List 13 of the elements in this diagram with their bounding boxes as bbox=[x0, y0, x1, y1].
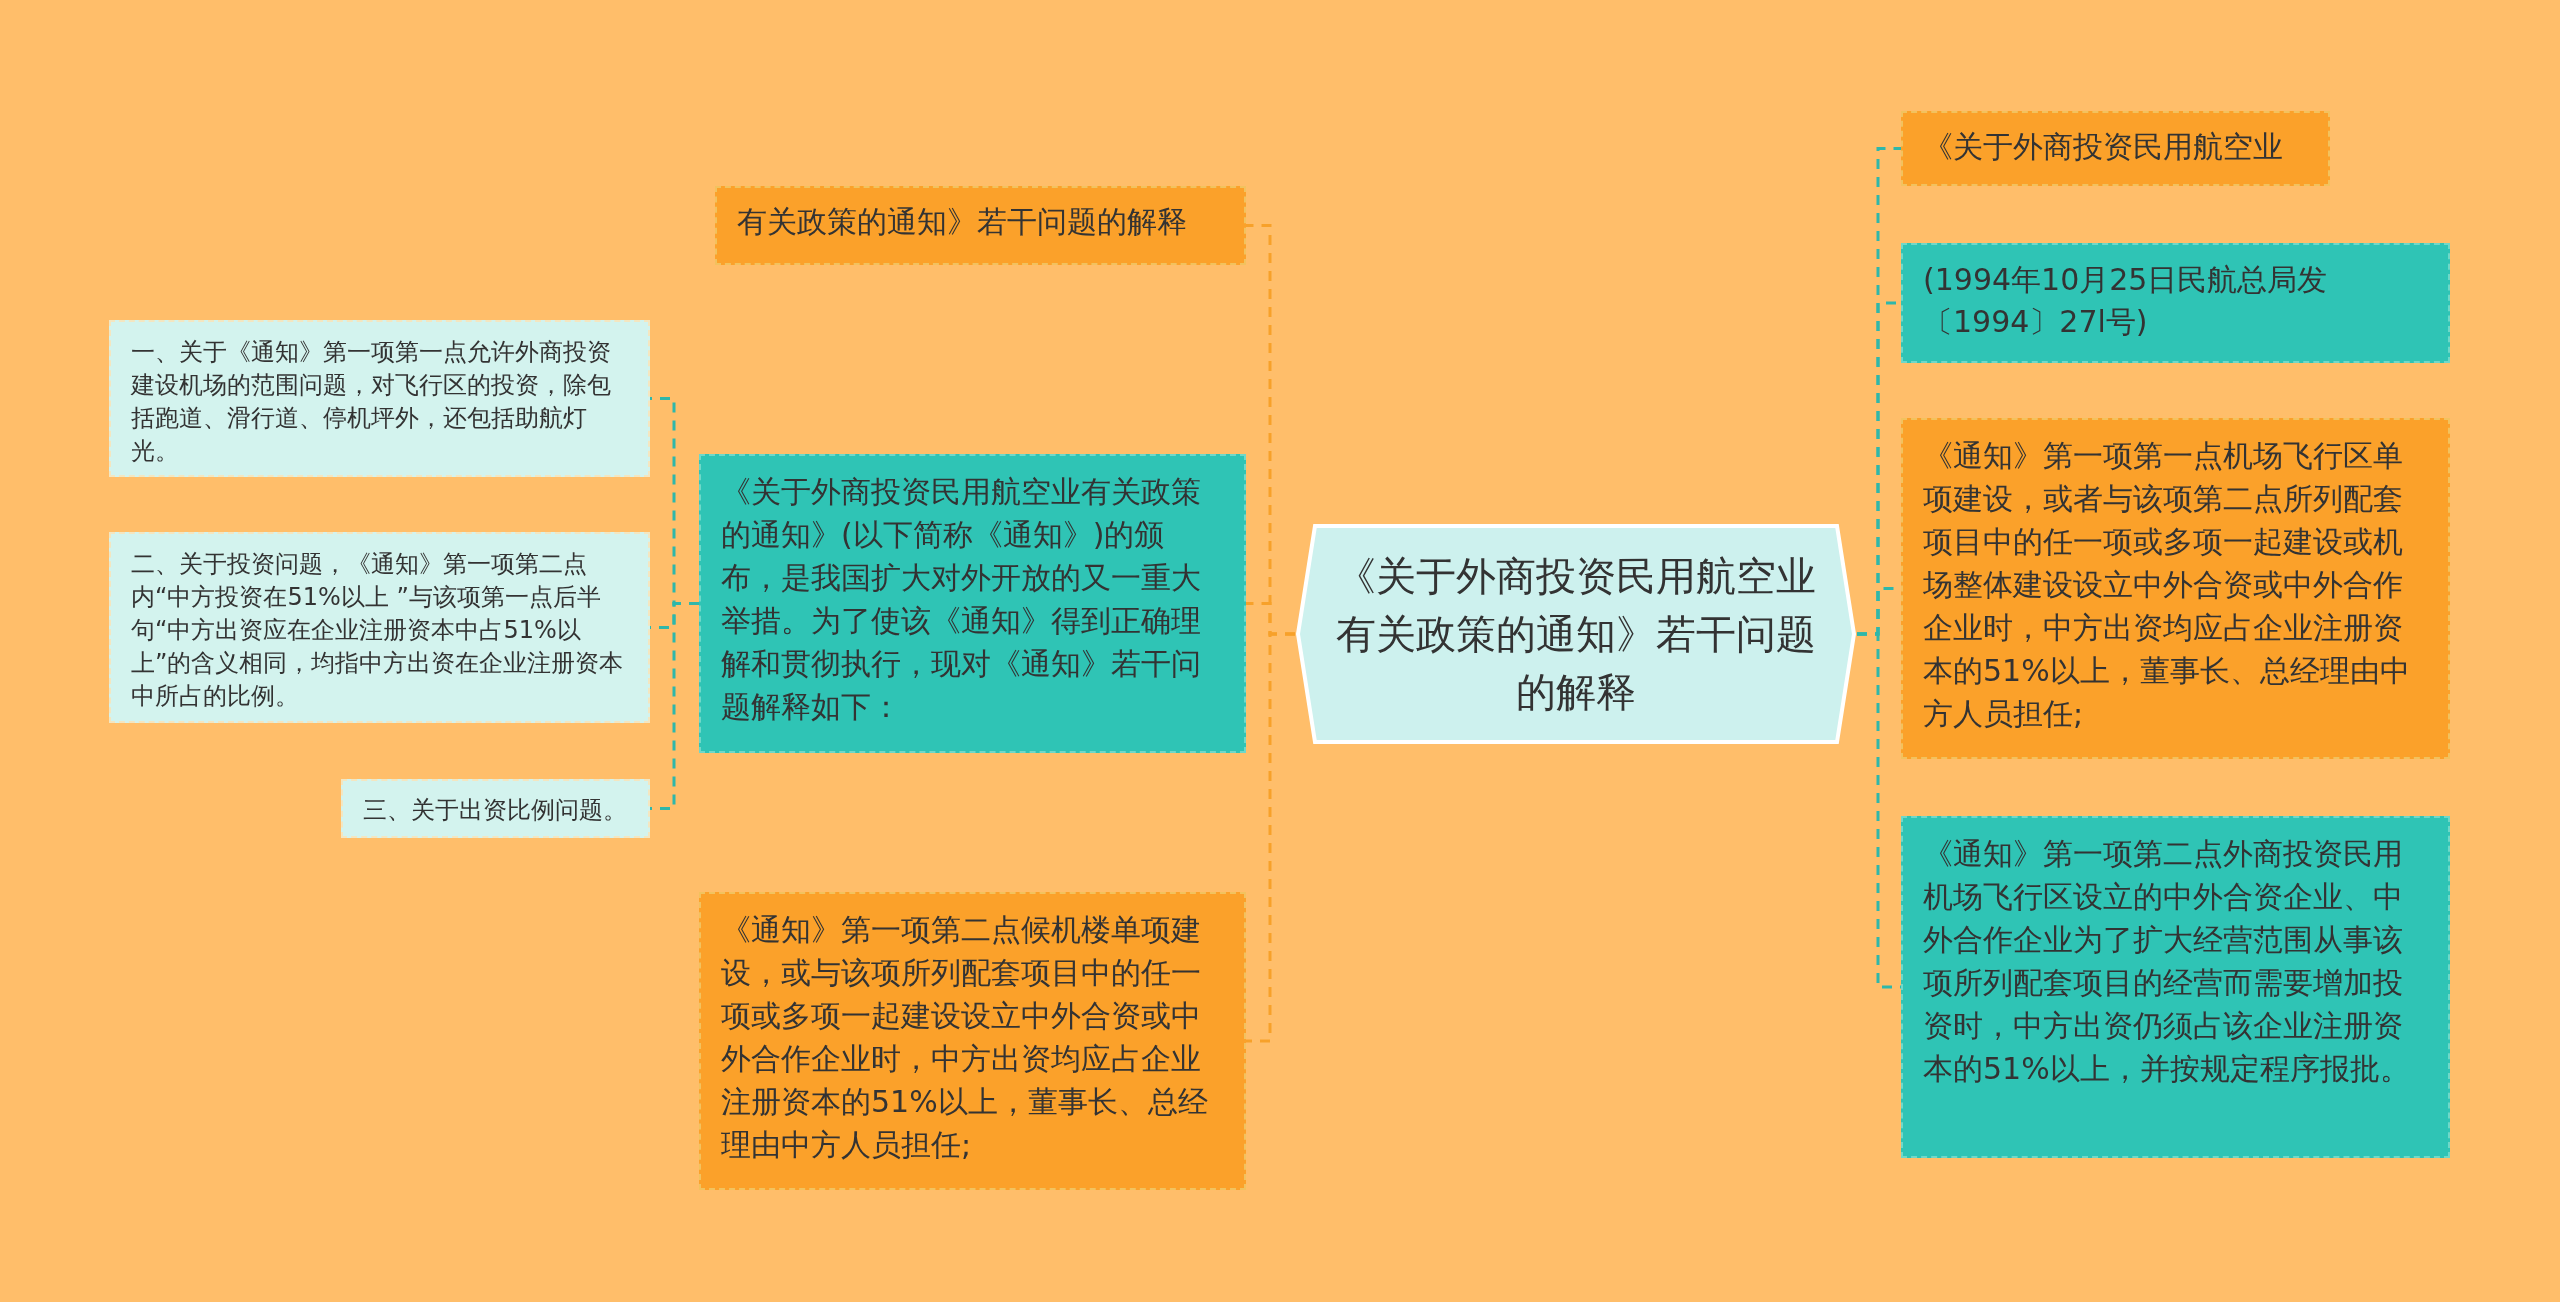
central-topic-hexagon: 《关于外商投资民用航空业有关政策的通知》若干问题的解释 bbox=[1295, 523, 1857, 745]
connector-line bbox=[1246, 632, 1295, 1043]
topic-box: 《通知》第一项第二点外商投资民用机场飞行区设立的中外合资企业、中外合作企业为了扩大经营范围从事该项所列配套项目的经营而需要增加投资时，中方出资仍须占该企业注册资本的51%以上，并按规定程序报批。 bbox=[1901, 816, 2450, 1158]
connector-line bbox=[650, 602, 699, 810]
subtopic-box: 一、关于《通知》第一项第一点允许外商投资建设机场的范围问题，对飞行区的投资，除包括跑道、滑行道、停机坪外，还包括助航灯光。 bbox=[109, 320, 650, 477]
subtopic-box: 二、关于投资问题，《通知》第一项第二点内“中方投资在51%以上 ”与该项第一点后半句“中方出资应在企业注册资本中占51%以上”的含义相同，均指中方出资在企业注册资本中所占的比例。 bbox=[109, 532, 650, 723]
topic-box: 《关于外商投资民用航空业 bbox=[1901, 111, 2330, 186]
topic-box: (1994年10月25日民航总局发〔1994〕27l号) bbox=[1901, 243, 2450, 363]
topic-box: 有关政策的通知》若干问题的解释 bbox=[715, 186, 1246, 265]
subtopic-box: 三、关于出资比例问题。 bbox=[341, 779, 650, 838]
topic-box: 《关于外商投资民用航空业有关政策的通知》(以下简称《通知》)的颁布，是我国扩大对外开放的又一重大举措。为了使该《通知》得到正确理解和贯彻执行，现对《通知》若干问题解释如下： bbox=[699, 454, 1246, 753]
topic-box: 《通知》第一项第二点候机楼单项建设，或与该项所列配套项目中的任一项或多项一起建设设立中外合资或中外合作企业时，中方出资均应占企业注册资本的51%以上，董事长、总经理由中方人员担任; bbox=[699, 892, 1246, 1190]
topic-box: 《通知》第一项第一点机场飞行区单项建设，或者与该项第二点所列配套项目中的任一项或多项一起建设或机场整体建设设立中外合资或中外合作企业时，中方出资均应占企业注册资本的51%以上，董事长、总经理由中方人员担任; bbox=[1901, 418, 2450, 759]
